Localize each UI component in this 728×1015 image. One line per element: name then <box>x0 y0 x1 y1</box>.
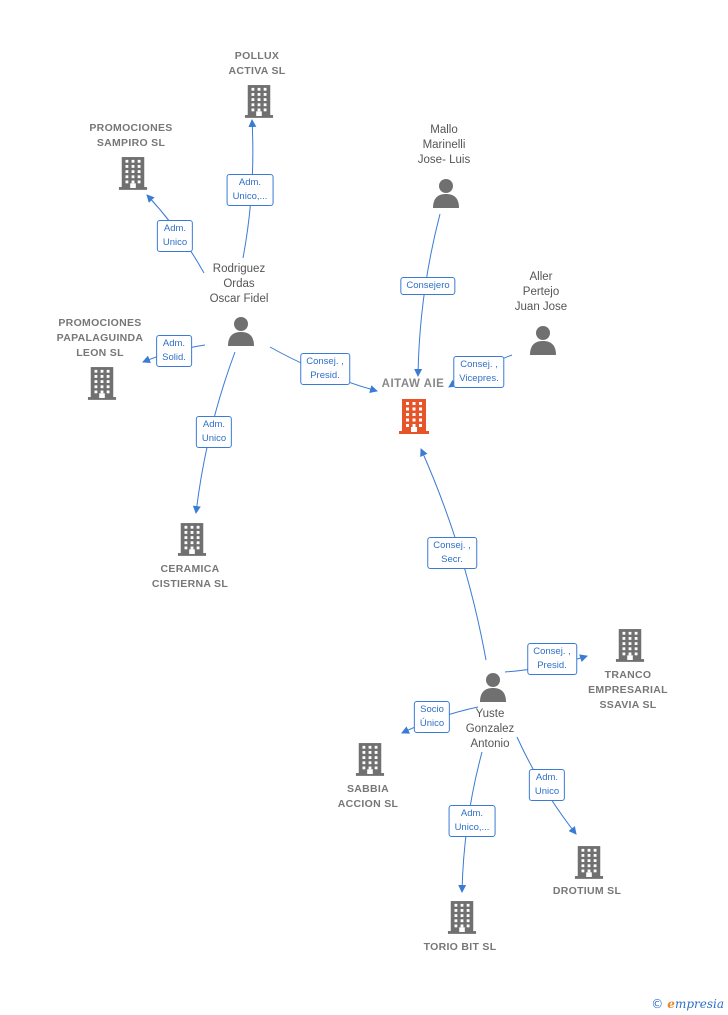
relation-label-r5[interactable]: Consej. , Presid. <box>300 353 350 385</box>
company-label-torio[interactable]: TORIO BIT SL <box>423 941 497 953</box>
company-label-sampiro[interactable]: PROMOCIONES SAMPIRO SL <box>89 122 173 149</box>
building-icon-torio[interactable] <box>447 900 477 934</box>
building-icon-papalaguinda[interactable] <box>87 366 117 400</box>
building-icon-sampiro[interactable] <box>118 156 148 190</box>
copyright-symbol: © <box>651 997 664 1011</box>
relation-label-r12[interactable]: Adm. Unico,... <box>448 805 496 837</box>
company-label-papalaguinda[interactable]: PROMOCIONES PAPALAGUINDA LEON SL <box>56 317 144 359</box>
relation-label-r11[interactable]: Adm. Unico <box>528 769 566 801</box>
main-company-building-icon[interactable] <box>398 398 430 434</box>
company-label-tranco[interactable]: TRANCO EMPRESARIAL SSAVIA SL <box>588 669 668 711</box>
person-label-aller[interactable]: Aller Pertejo Juan Jose <box>514 271 568 313</box>
relation-label-r9[interactable]: Consej. , Presid. <box>527 643 577 675</box>
relation-label-r3[interactable]: Adm. Solid. <box>156 335 192 367</box>
brand-initial: e <box>667 997 675 1011</box>
person-label-rodriguez[interactable]: Rodriguez Ordas Oscar Fidel <box>209 263 269 305</box>
company-label-drotium[interactable]: DROTIUM SL <box>552 885 622 897</box>
person-label-yuste[interactable]: Yuste Gonzalez Antonio <box>465 708 515 750</box>
person-icon-aller[interactable] <box>529 325 557 355</box>
relation-label-r8[interactable]: Consej. , Secr. <box>427 537 477 569</box>
main-company-name[interactable]: AITAW AIE <box>381 378 445 390</box>
person-icon-rodriguez[interactable] <box>227 316 255 346</box>
relation-label-r7[interactable]: Consej. , Vicepres. <box>453 356 505 388</box>
company-label-ceramica[interactable]: CERAMICA CISTIERNA SL <box>151 563 229 590</box>
relation-label-r4[interactable]: Adm. Unico <box>195 416 233 448</box>
relation-label-r2[interactable]: Adm. Unico <box>156 220 194 252</box>
building-icon-ceramica[interactable] <box>177 522 207 556</box>
person-icon-mallo[interactable] <box>432 178 460 208</box>
person-icon-yuste[interactable] <box>479 672 507 702</box>
edge-r6 <box>414 213 441 377</box>
brand-name: mpresia <box>674 997 724 1011</box>
building-icon-sabbia[interactable] <box>355 742 385 776</box>
person-label-mallo[interactable]: Mallo Marinelli Jose- Luis <box>417 124 471 166</box>
building-icon-tranco[interactable] <box>615 628 645 662</box>
building-icon-pollux[interactable] <box>244 84 274 118</box>
brand-watermark: ©empresia <box>651 997 724 1011</box>
relation-label-r1[interactable]: Adm. Unico,... <box>226 174 274 206</box>
company-label-pollux[interactable]: POLLUX ACTIVA SL <box>228 50 286 77</box>
relation-label-r10[interactable]: Socio Único <box>413 701 451 733</box>
company-label-sabbia[interactable]: SABBIA ACCION SL <box>337 783 399 810</box>
building-icon-drotium[interactable] <box>574 845 604 879</box>
relation-label-r6[interactable]: Consejero <box>400 277 456 295</box>
